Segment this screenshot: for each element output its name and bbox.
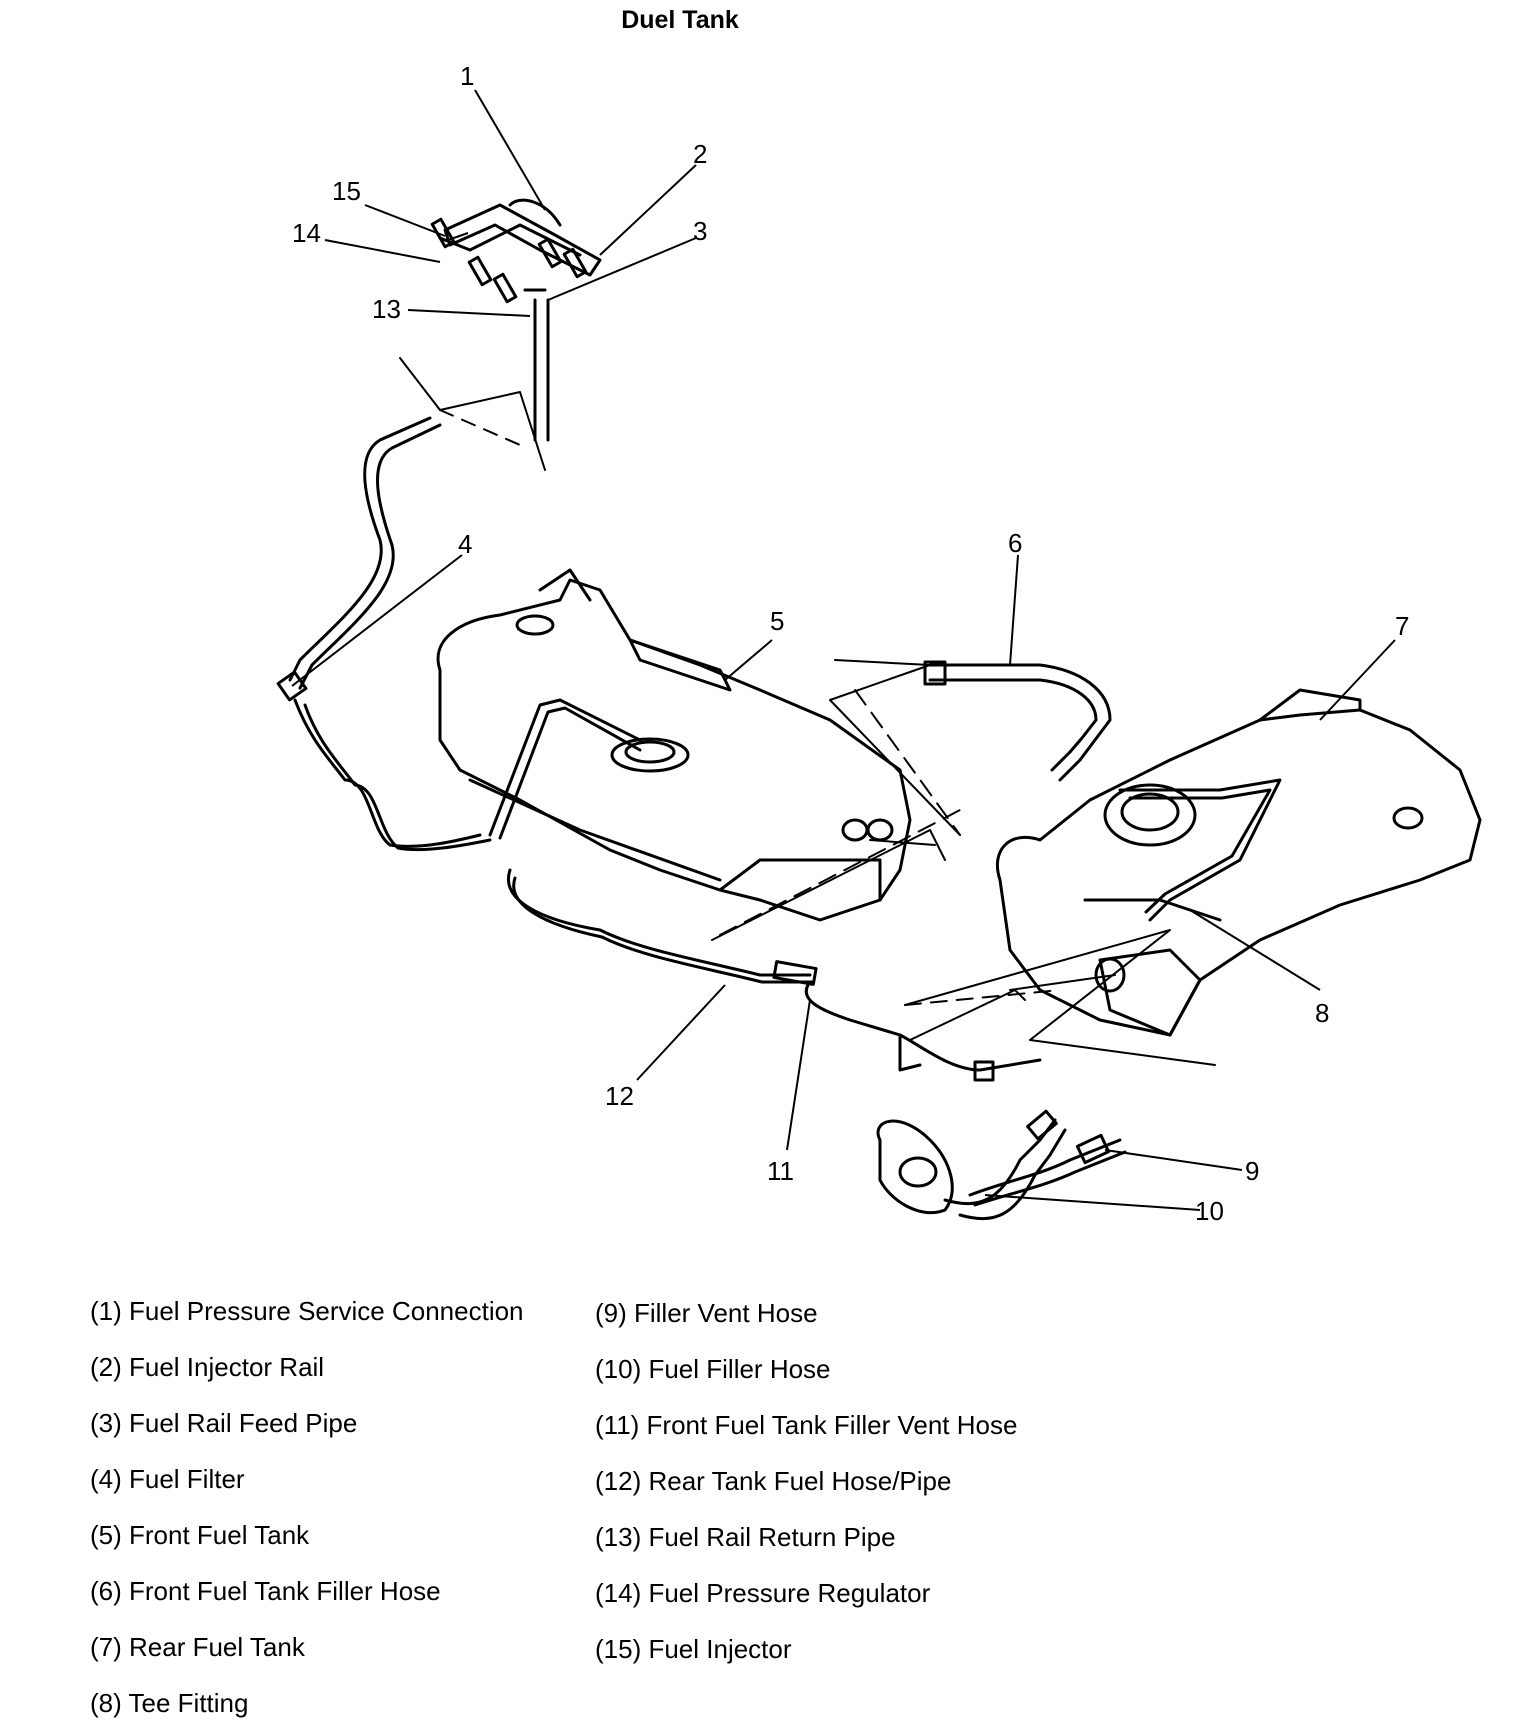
tee-fitting	[1083, 898, 1222, 922]
callout-11: 11	[767, 1156, 794, 1186]
legend-item-3: (3) Fuel Rail Feed Pipe	[90, 1408, 358, 1438]
callout-15: 15	[332, 176, 361, 206]
callout-14: 14	[292, 218, 321, 248]
diagram-title: Duel Tank	[621, 6, 739, 34]
callout-7: 7	[1395, 611, 1409, 641]
legend-item-4: (4) Fuel Filter	[90, 1464, 245, 1494]
fuel-line-left	[288, 416, 432, 682]
fuel-filler-hose	[943, 1118, 1057, 1206]
legend-item-2: (2) Fuel Injector Rail	[90, 1352, 325, 1382]
callout-4: 4	[458, 529, 472, 559]
callout-12: 12	[605, 1081, 634, 1111]
callout-9: 9	[1245, 1156, 1259, 1186]
rear-fuel-tank	[995, 688, 1482, 1037]
callout-6: 6	[1008, 528, 1022, 558]
fuel-injector-icon	[430, 217, 588, 304]
front-fuel-tank-filler-hose	[923, 660, 1112, 782]
front-fuel-tank-filler-vent-hose	[804, 983, 1042, 1072]
legend-item-5: (5) Front Fuel Tank	[90, 1520, 310, 1550]
fuel-rail-feed-pipe	[533, 298, 550, 442]
fuel-injector-rail-assembly	[430, 198, 602, 304]
callout-2: 2	[693, 139, 707, 169]
callout-5: 5	[770, 606, 784, 636]
legend-item-8: (8) Tee Fitting	[90, 1688, 249, 1718]
fuel-pressure-regulator-icon	[438, 236, 472, 252]
fuel-filler-neck	[876, 1109, 1127, 1221]
callout-10: 10	[1195, 1196, 1224, 1226]
fuel-system-diagram: 1 2 3 4 5 6 7 8 9 10 11 12 13 14 15	[276, 61, 1482, 1226]
legend-item-1: (1) Fuel Pressure Service Connection	[90, 1296, 524, 1326]
callout-13: 13	[372, 294, 401, 324]
legend-item-10: (10) Fuel Filler Hose	[595, 1354, 831, 1384]
callout-3: 3	[693, 216, 707, 246]
legend-item-14: (14) Fuel Pressure Regulator	[595, 1578, 931, 1608]
legend-item-13: (13) Fuel Rail Return Pipe	[595, 1522, 896, 1552]
legend-item-9: (9) Filler Vent Hose	[595, 1298, 818, 1328]
legend-item-11: (11) Front Fuel Tank Filler Vent Hose	[595, 1410, 1018, 1440]
legend-item-12: (12) Rear Tank Fuel Hose/Pipe	[595, 1466, 952, 1496]
callout-1: 1	[460, 61, 474, 91]
filler-vent-hose	[968, 1138, 1122, 1197]
legend-item-15: (15) Fuel Injector	[595, 1634, 792, 1664]
legend-item-7: (7) Rear Fuel Tank	[90, 1632, 305, 1662]
legend-item-6: (6) Front Fuel Tank Filler Hose	[90, 1576, 441, 1606]
callout-labels: 1 2 3 4 5 6 7 8 9 10 11 12 13 14 15	[292, 61, 1409, 1226]
front-fuel-tank	[436, 568, 912, 922]
callout-8: 8	[1315, 998, 1329, 1028]
